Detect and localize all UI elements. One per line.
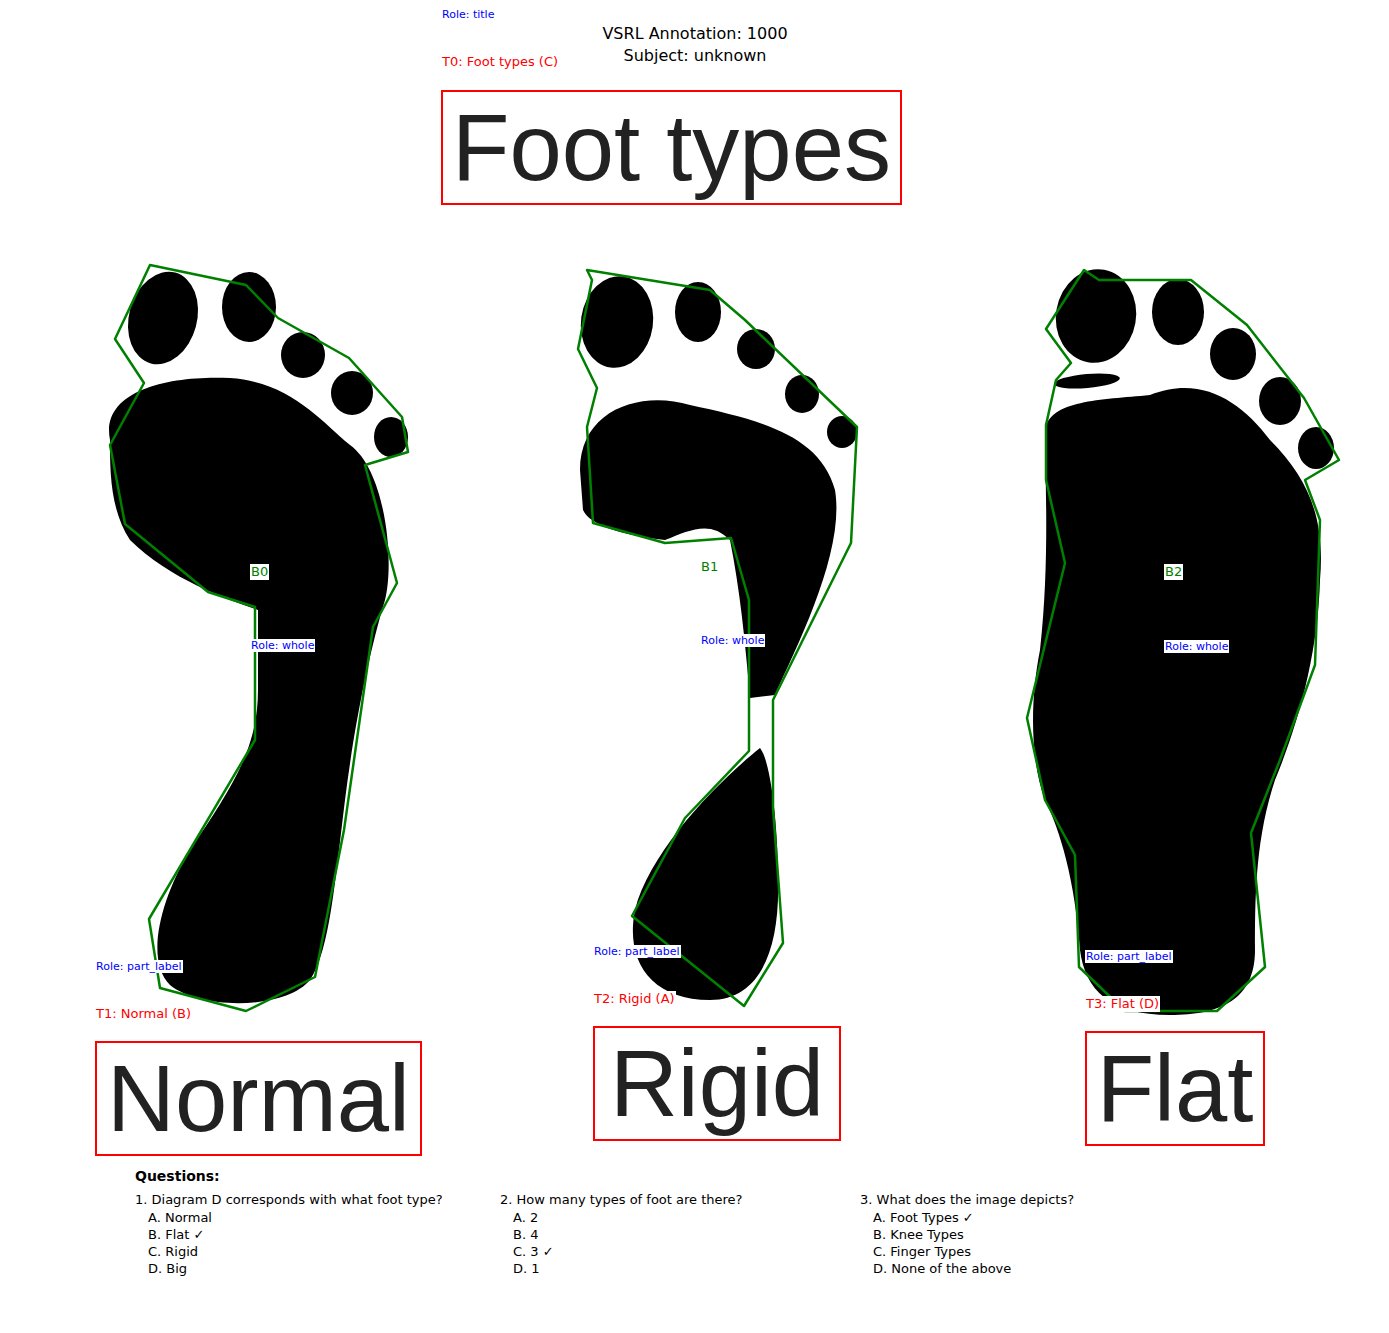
part-label: Foot types <box>441 90 902 205</box>
tag-label: T1: Normal (B) <box>95 1006 192 1022</box>
outline-shape <box>110 265 408 1011</box>
question-text: 1. Diagram D corresponds with what foot … <box>135 1192 443 1208</box>
toe <box>1210 328 1256 380</box>
question-text: A. 2 <box>513 1210 538 1226</box>
toe <box>675 282 721 342</box>
subtitle-text: Subject: unknown <box>624 46 767 65</box>
rigid-foot <box>575 271 857 1000</box>
tag-label: T2: Rigid (A) <box>593 991 676 1007</box>
box-id: B1 <box>700 559 719 575</box>
role-label: Role: part_label <box>1085 950 1173 963</box>
question-text: A. Normal <box>148 1210 212 1226</box>
title-text: VSRL Annotation: 1000 <box>602 24 787 43</box>
question-text: C. Finger Types <box>873 1244 971 1260</box>
role-label: Role: whole <box>700 634 765 647</box>
toe <box>785 375 819 413</box>
question-text: D. None of the above <box>873 1261 1011 1277</box>
outline-path <box>578 270 857 1006</box>
part-label: Flat <box>1085 1031 1265 1146</box>
role-label: Role: whole <box>250 639 315 652</box>
part-label-box: Role: part_labelT2: Rigid (A) Rigid <box>593 945 841 1141</box>
question-text: C. Rigid <box>148 1244 198 1260</box>
question-text: D. 1 <box>513 1261 540 1277</box>
toe <box>827 416 857 448</box>
toe <box>1152 279 1204 345</box>
toe <box>1298 427 1334 469</box>
question-text: B. Knee Types <box>873 1227 964 1243</box>
part-label: Normal <box>95 1041 422 1156</box>
role-label: Role: part_label <box>593 945 681 958</box>
toe <box>281 332 325 378</box>
questions-heading: Questions: <box>135 1168 220 1185</box>
part-label-box: Role: part_labelT1: Normal (B) Normal <box>95 960 422 1156</box>
foot-outline: B2Role: whole <box>1027 270 1339 1011</box>
box-id: B2 <box>1164 564 1183 580</box>
part-label: Rigid <box>593 1026 841 1141</box>
question-text: C. 3 ✓ <box>513 1244 554 1260</box>
role-label: Role: part_label <box>95 960 183 973</box>
sole <box>109 378 389 1004</box>
toe <box>575 271 659 372</box>
forefoot <box>580 400 836 698</box>
outline-path <box>110 265 408 1011</box>
flat-foot <box>1033 263 1334 1015</box>
toe-mark <box>1054 371 1121 391</box>
role-label: Role: title <box>441 8 495 21</box>
part-label-box: Role: part_labelT3: Flat (D) Flat <box>1085 950 1265 1146</box>
question-text: B. 4 <box>513 1227 538 1243</box>
tag-label: T0: Foot types (C) <box>441 54 559 70</box>
question-text: D. Big <box>148 1261 187 1277</box>
toe <box>118 264 208 372</box>
tag-label: T3: Flat (D) <box>1085 996 1160 1012</box>
foot-outline: B1Role: whole <box>578 270 857 1006</box>
question-text: 3. What does the image depicts? <box>860 1192 1074 1208</box>
box-id: B0 <box>250 564 269 580</box>
foot-outline: B0Role: whole <box>110 265 408 1011</box>
question-text: B. Flat ✓ <box>148 1227 204 1243</box>
outline-path <box>1027 270 1339 1011</box>
question-text: A. Foot Types ✓ <box>873 1210 974 1226</box>
question-text: 2. How many types of foot are there? <box>500 1192 743 1208</box>
role-label: Role: whole <box>1164 640 1229 653</box>
toe <box>737 329 775 369</box>
